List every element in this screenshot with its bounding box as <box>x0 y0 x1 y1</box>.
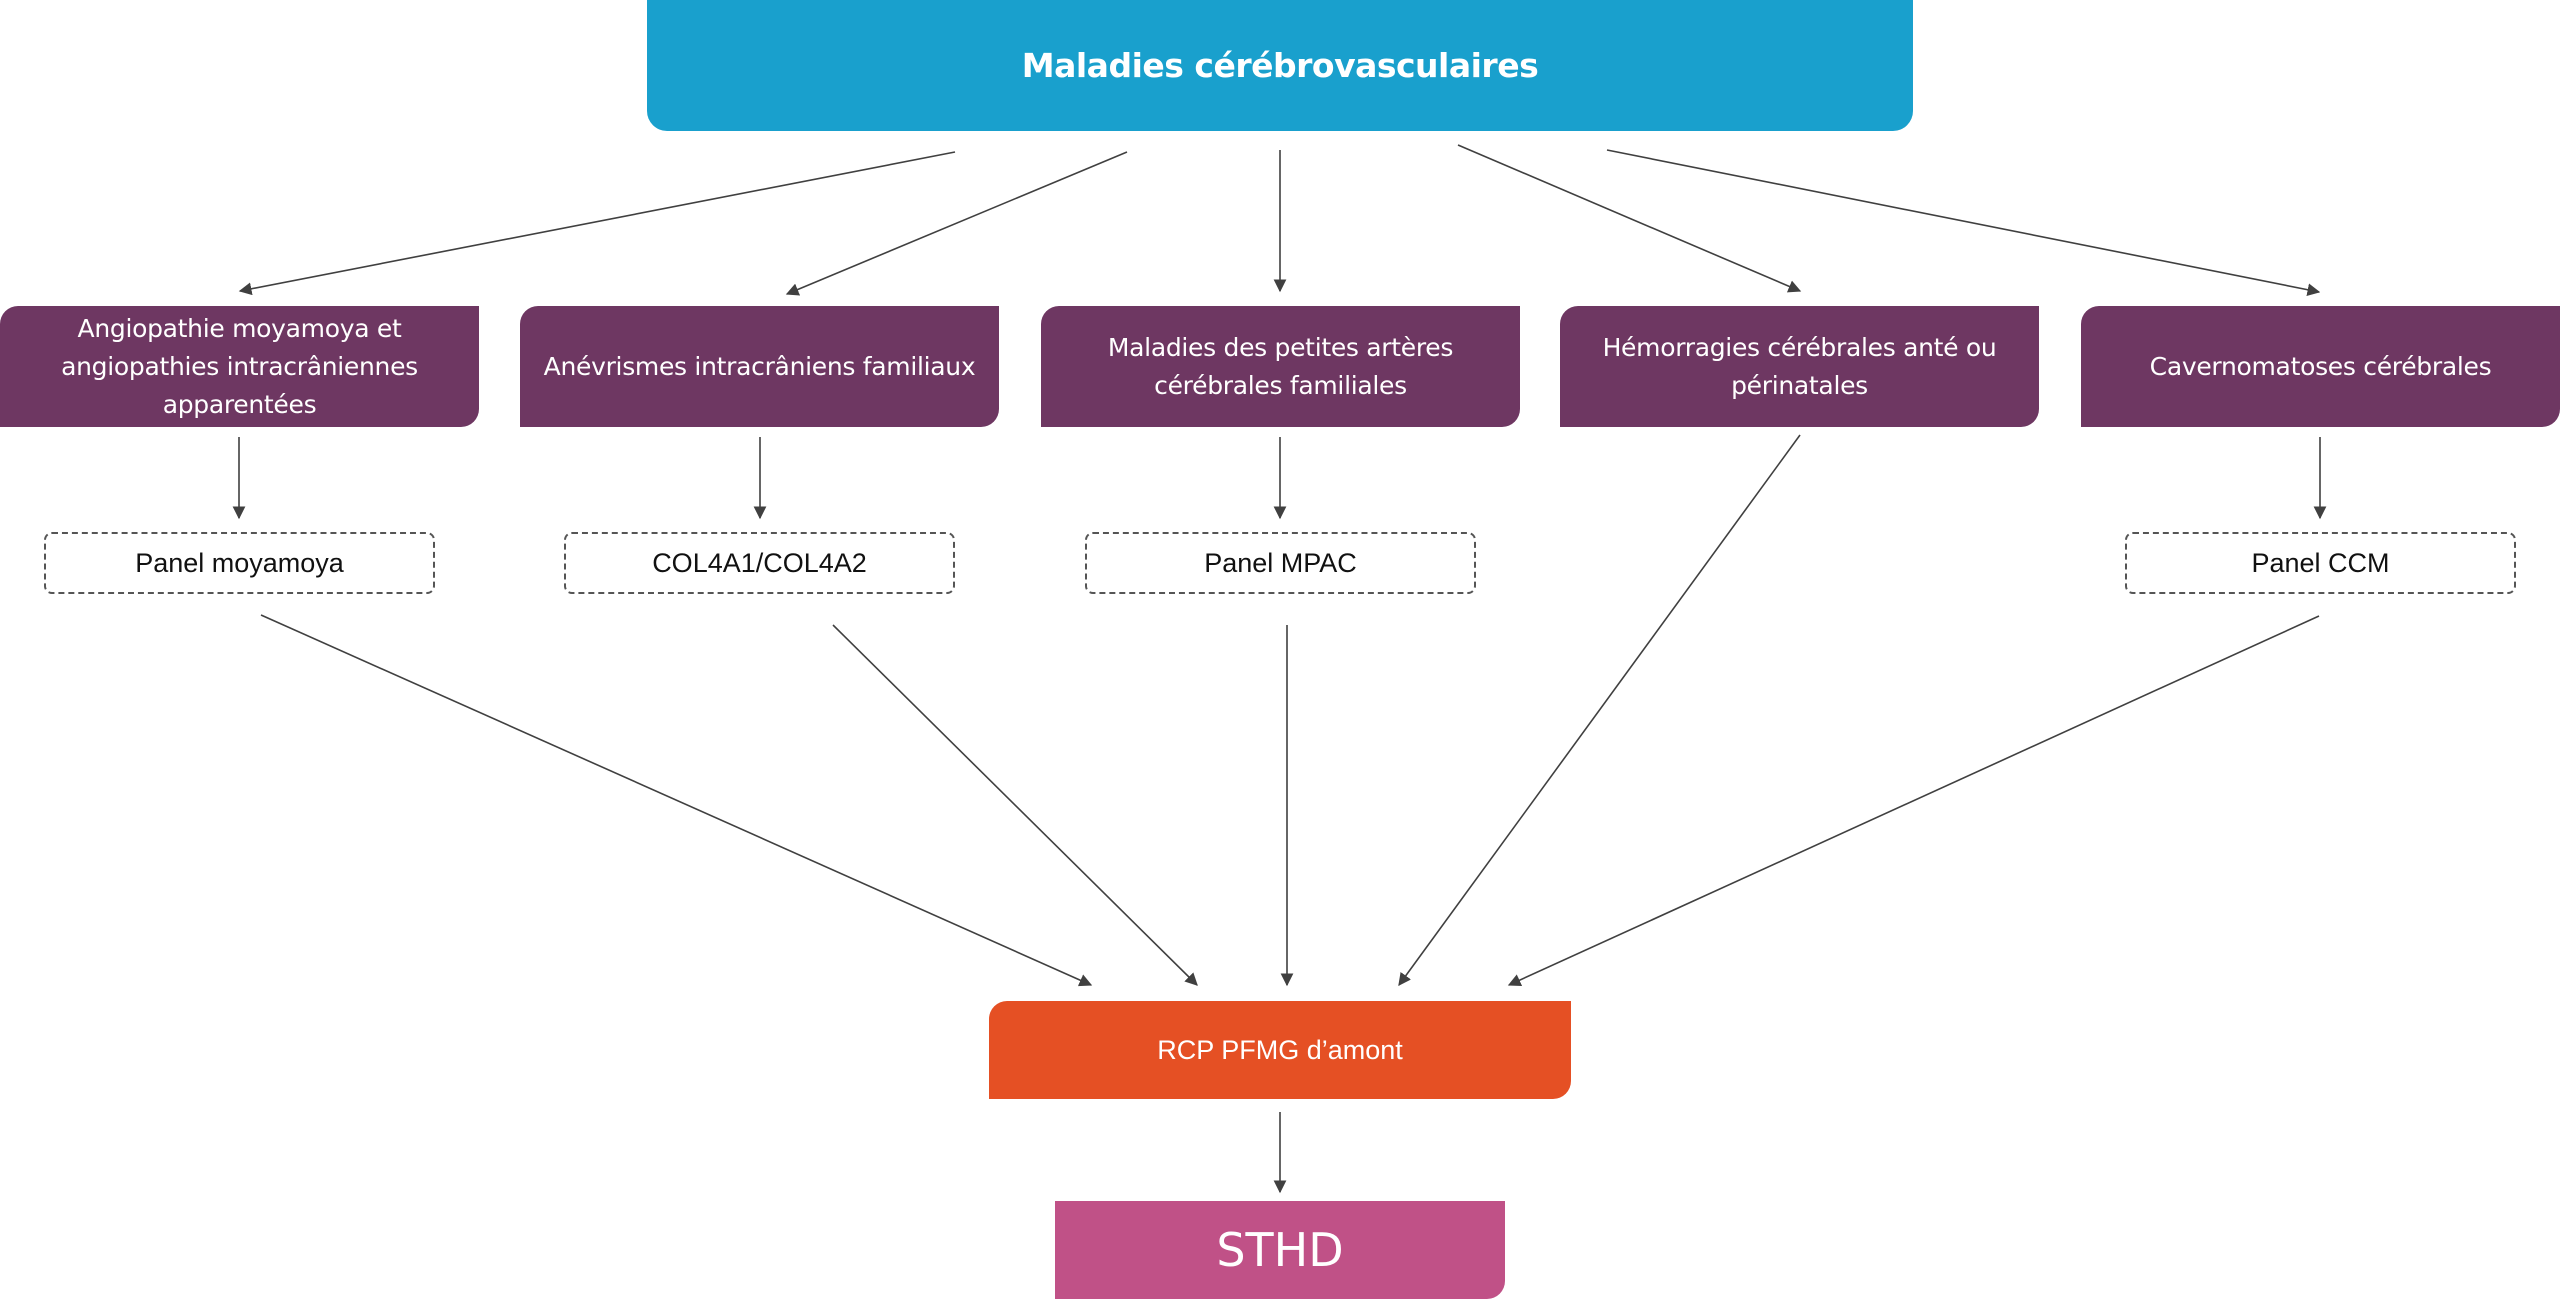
edge-root-to-cat-4 <box>1457 144 1802 293</box>
edge-test-1-to-rcp <box>260 614 1093 987</box>
test-node-panel-ccm: Panel CCM <box>2125 532 2516 594</box>
category-node-anevrismes: Anévrismes intracrâniens familiaux <box>520 306 999 427</box>
category-label: Anévrismes intracrâniens familiaux <box>543 351 976 381</box>
category-node-hemorragies: Hémorragies cérébrales anté ou périnatal… <box>1560 306 2039 427</box>
category-node-petites-arteres: Maladies des petites artères cérébrales … <box>1041 306 1520 427</box>
sthd-label: STHD <box>1216 1223 1344 1277</box>
category-label: Angiopathie moyamoya et angiopathies int… <box>61 313 418 419</box>
rcp-node: RCP PFMG d’amont <box>989 1001 1571 1099</box>
root-node-label: Maladies cérébrovasculaires <box>1021 46 1539 85</box>
category-node-moyamoya: Angiopathie moyamoya et angiopathies int… <box>0 306 479 427</box>
test-label: Panel MPAC <box>1204 547 1357 578</box>
category-node-cavernomatoses: Cavernomatoses cérébrales <box>2081 306 2560 427</box>
root-node-maladies-cerebrovasculaires: Maladies cérébrovasculaires <box>647 0 1913 131</box>
edge-root-to-cat-2 <box>785 151 1128 296</box>
category-label: Maladies des petites artères cérébrales … <box>1107 332 1454 400</box>
edge-test-2-to-rcp <box>832 624 1198 986</box>
edge-cat-4-to-rcp <box>1398 434 1801 987</box>
edge-root-to-cat-1 <box>238 151 956 296</box>
test-label: Panel CCM <box>2251 547 2390 578</box>
edge-test-5-to-rcp <box>1507 615 2320 987</box>
test-label: COL4A1/COL4A2 <box>652 547 867 578</box>
test-label: Panel moyamoya <box>135 547 344 578</box>
sthd-node: STHD <box>1055 1201 1505 1299</box>
rcp-label: RCP PFMG d’amont <box>1157 1034 1403 1065</box>
test-node-col4a1-col4a2: COL4A1/COL4A2 <box>564 532 955 594</box>
category-label: Cavernomatoses cérébrales <box>2149 351 2492 381</box>
test-node-panel-moyamoya: Panel moyamoya <box>44 532 435 594</box>
test-node-panel-mpac: Panel MPAC <box>1085 532 1476 594</box>
edge-root-to-cat-5 <box>1606 149 2321 297</box>
category-label: Hémorragies cérébrales anté ou périnatal… <box>1602 332 1997 400</box>
